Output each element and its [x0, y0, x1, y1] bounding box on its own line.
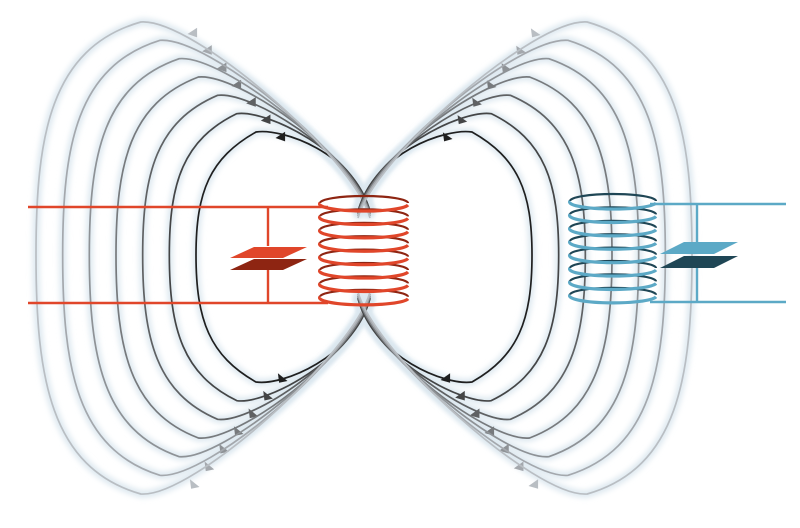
transmitter-coil-turn-front — [317, 268, 410, 280]
field-arrow-right-top — [457, 115, 468, 125]
field-line-left — [35, 21, 371, 495]
transmitter-coil-turn-front — [317, 295, 410, 307]
receiver-coil-turn-back — [568, 219, 658, 229]
field-arrow-left-top — [231, 79, 242, 90]
field-arrow-right-bottom — [455, 390, 465, 401]
field-line-right — [357, 76, 613, 439]
transmitter-coil-turn-back — [318, 208, 410, 217]
receiver-circuit — [650, 202, 786, 304]
field-line-left — [88, 57, 371, 458]
transmitter-coil-turn-back — [318, 275, 410, 284]
field-line-left — [61, 39, 371, 477]
receiver-coil-turn-front — [567, 213, 658, 225]
transmitter-coil-turn-back — [318, 221, 410, 231]
transmitter-coil-turn-front — [317, 255, 410, 267]
receiver-coil-turn-front — [567, 226, 658, 238]
transmitter-coil-turn-back — [318, 194, 410, 204]
field-arrow-left-bottom — [263, 390, 273, 401]
receiver-coil-turn-front — [567, 280, 658, 292]
receiver-coil-turn-back — [568, 273, 658, 282]
transmitter-coil-turn-front — [317, 228, 410, 240]
receiver-coil — [567, 192, 658, 305]
transmitter-coil — [317, 194, 410, 307]
field-line-glow-right — [354, 91, 589, 423]
field-arrow-left-bottom — [248, 408, 259, 419]
field-arrow-right-bottom — [440, 373, 451, 383]
field-arrow-right-top — [516, 45, 526, 55]
field-arrow-right-top — [486, 80, 497, 90]
field-arrow-right-bottom — [469, 408, 480, 419]
field-line-glow-right — [354, 36, 669, 479]
field-arrow-right-bottom — [513, 461, 524, 472]
field-arrow-left-top — [260, 114, 271, 125]
field-line-left — [141, 94, 371, 421]
field-arrow-left-bottom — [189, 479, 200, 489]
receiver-capacitor-plate-top — [660, 242, 738, 254]
field-arrow-right-top — [472, 97, 482, 107]
receiver-capacitor-plate-bottom — [660, 256, 738, 268]
field-line-right — [357, 94, 587, 421]
field-lines-left — [35, 21, 371, 495]
receiver-coil-turn-front — [567, 240, 658, 251]
receiver-coil-turn-front — [567, 253, 658, 265]
field-line-right — [357, 21, 693, 495]
field-line-right — [357, 112, 560, 402]
field-arrow-left-bottom — [277, 373, 288, 383]
field-lines-right — [357, 21, 693, 495]
field-line-right — [357, 39, 667, 477]
receiver-coil-turn-back — [568, 233, 658, 242]
transmitter-coil-turn-front — [317, 201, 410, 213]
transmitter-circuit — [28, 205, 328, 305]
field-arrow-left-bottom — [204, 461, 215, 472]
transmitter-capacitor-plate-top — [230, 247, 307, 258]
receiver-coil-turn-front — [567, 293, 658, 305]
field-arrow-left-top — [187, 27, 198, 38]
receiver-coil-turn-back — [568, 192, 658, 202]
receiver-coil-turn-back — [568, 206, 658, 215]
field-lines-glow — [32, 18, 696, 498]
transmitter-coil-turn-back — [318, 248, 410, 257]
field-arrow-left-top — [246, 97, 256, 107]
receiver-coil-turn-back — [568, 246, 658, 255]
transmitter-coil-turn-back — [318, 261, 410, 271]
field-line-left — [195, 130, 371, 384]
receiver-coil-turn-front — [567, 266, 658, 278]
field-line-right — [357, 130, 533, 384]
field-arrow-left-top — [275, 131, 286, 142]
field-arrow-right-bottom — [484, 426, 495, 436]
field-arrow-left-bottom — [233, 426, 244, 436]
field-arrow-right-bottom — [528, 479, 539, 489]
field-line-left — [115, 76, 371, 439]
field-arrow-right-top — [530, 28, 541, 38]
field-line-left — [168, 112, 371, 402]
transmitter-capacitor-plate-bottom — [230, 259, 307, 270]
field-line-glow-left — [59, 36, 374, 479]
receiver-coil-turn-front — [567, 199, 658, 211]
receiver-coil-turn-back — [568, 286, 658, 296]
field-arrow-left-top — [202, 45, 212, 55]
transmitter-coil-turn-back — [318, 288, 410, 298]
transmitter-coil-turn-front — [317, 242, 410, 253]
transmitter-coil-turn-front — [317, 215, 410, 227]
field-line-right — [357, 57, 640, 458]
transmitter-coil-turn-back — [318, 235, 410, 244]
receiver-coil-turn-back — [568, 259, 658, 269]
transmitter-coil-turn-front — [317, 282, 410, 294]
field-arrow-right-top — [442, 132, 453, 142]
